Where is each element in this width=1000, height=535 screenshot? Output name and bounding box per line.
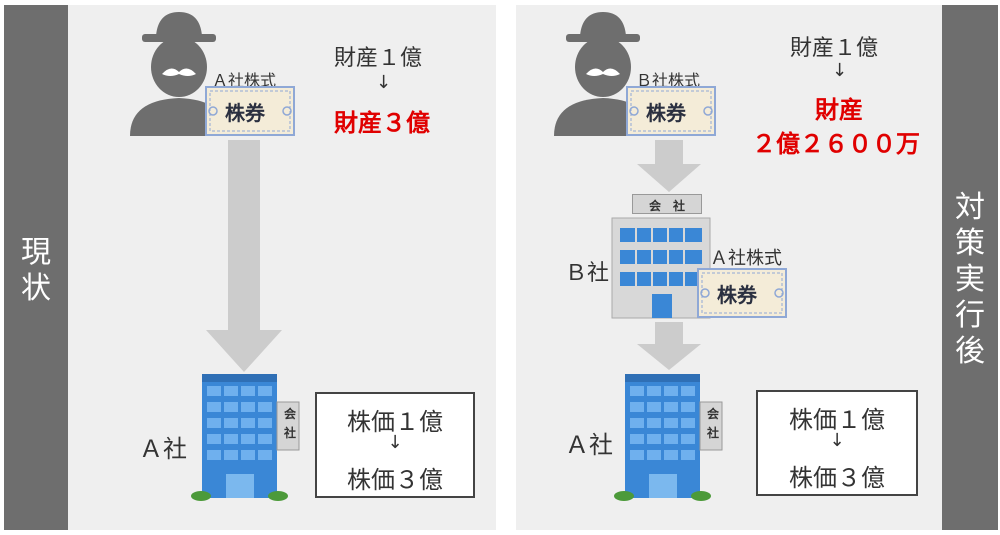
left-price-after: 株価３億 (347, 466, 443, 494)
holding-stock-label: Ａ社株式 (710, 248, 782, 269)
right-asset-after-line2: ２億２６００万 (752, 130, 920, 158)
left-company-label: Ａ社 (139, 435, 187, 463)
left-price-box: 株価１億 ↓ 株価３億 (315, 392, 475, 498)
right-price-after: 株価３億 (789, 464, 885, 492)
right-certificate-text: 株券 (646, 101, 686, 125)
right-asset-after-line1: 財産 (815, 96, 863, 124)
right-building-sign-char2: 社 (707, 426, 720, 440)
right-asset-before: 財産１億 (790, 36, 879, 61)
certificate-frame-icon (626, 86, 716, 136)
left-price-before: 株価１億 (347, 408, 443, 436)
left-long-arrow (206, 140, 282, 372)
left-price-arrow: ↓ (387, 432, 403, 453)
holding-stock-certificate: 株券 (697, 268, 787, 318)
certificate-frame-icon (205, 86, 295, 136)
certificate-frame-icon (697, 268, 787, 318)
left-asset-after: 財産３億 (334, 109, 430, 137)
right-holder-label: Ｂ社株式 (636, 71, 701, 90)
left-asset-arrow: ↓ (376, 72, 392, 93)
right-company-building-icon (614, 374, 723, 501)
holding-company-label: Ｂ社 (565, 261, 610, 286)
holding-company-building-icon (611, 217, 711, 319)
right-sidebar: 対策実行後 (942, 5, 998, 530)
left-stock-certificate: 株券 (205, 86, 295, 136)
left-asset-before: 財産１億 (334, 46, 423, 71)
left-sidebar: 現状 (4, 5, 68, 530)
right-company-label: Ａ社 (565, 431, 613, 459)
right-stock-certificate: 株券 (626, 86, 716, 136)
left-shareholder-icon (130, 12, 228, 136)
left-side-label: 現状 (18, 235, 54, 307)
right-price-before: 株価１億 (789, 406, 885, 434)
left-building-sign-char1: 会 (284, 407, 297, 421)
right-arrow-top (637, 140, 701, 192)
right-side-label-text: 対策実行後 (955, 190, 985, 369)
left-building-sign-char2: 社 (284, 426, 297, 440)
right-building-sign-char1: 会 (707, 407, 720, 421)
holding-certificate-text: 株券 (717, 283, 757, 307)
left-holder-label: Ａ社株式 (212, 71, 277, 90)
holding-company-sign-text: 会 社 (648, 199, 685, 213)
right-side-label: 対策実行後 (952, 190, 988, 370)
right-price-arrow: ↓ (829, 430, 845, 451)
left-side-label-text: 現状 (21, 235, 51, 306)
right-arrow-bottom (637, 322, 701, 370)
left-certificate-text: 株券 (225, 101, 265, 125)
right-asset-arrow: ↓ (832, 60, 848, 81)
left-company-building-icon (191, 374, 300, 501)
holding-company-sign: 会 社 (632, 194, 702, 214)
right-price-box: 株価１億 ↓ 株価３億 (756, 390, 918, 496)
